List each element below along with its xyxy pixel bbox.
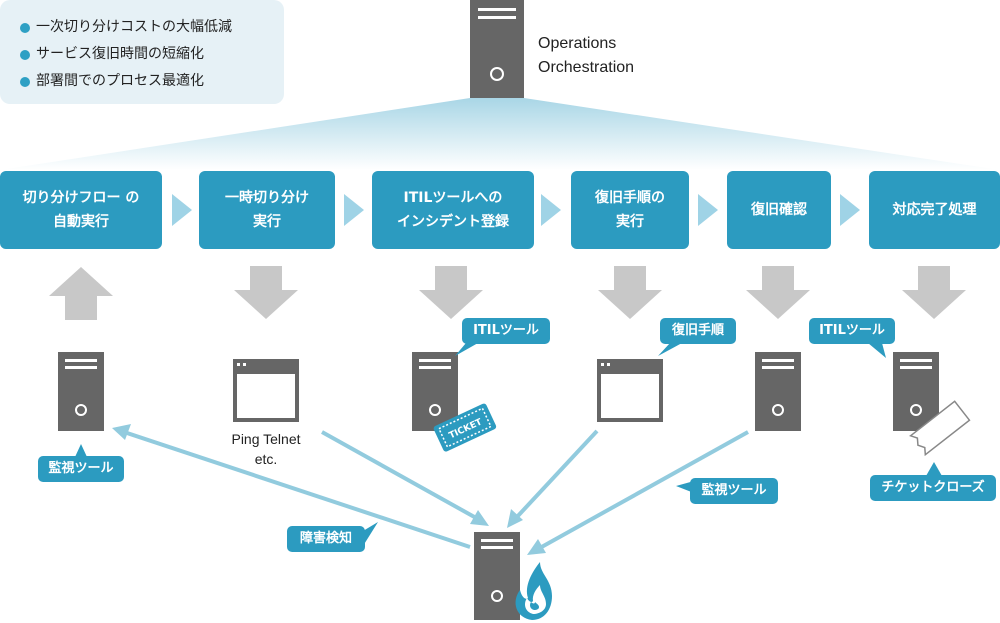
fault-flow-arrows bbox=[112, 424, 749, 555]
step-recovery-procedure: 復旧手順の 実行 bbox=[571, 171, 689, 249]
bullet-dot-icon bbox=[20, 22, 30, 33]
up-arrow-icon bbox=[49, 267, 113, 320]
recovery-window-icon bbox=[597, 359, 663, 422]
step-label: 対応完了処理 bbox=[892, 202, 977, 218]
benefit-text: 部署間でのプロセス最適化 bbox=[36, 73, 204, 89]
step-chevron-3 bbox=[541, 194, 561, 226]
step-itil-registration: ITILツールへの インシデント登録 bbox=[372, 171, 534, 249]
callout-pointer bbox=[926, 462, 942, 476]
recovery-procedure-callout: 復旧手順 bbox=[660, 318, 736, 344]
flame-icon bbox=[515, 562, 552, 620]
orchestration-fan bbox=[0, 98, 1000, 170]
terminal-window-icon bbox=[233, 359, 299, 422]
itil-tool-callout-2: ITILツール bbox=[809, 318, 895, 344]
bullet-dot-icon bbox=[20, 49, 30, 60]
monitor-tool-callout: 監視ツール bbox=[38, 456, 124, 482]
step-label: 一時切り分け 実行 bbox=[225, 190, 309, 230]
benefit-item: 一次切り分けコストの大幅低減 bbox=[20, 14, 284, 41]
ticket-close-callout: チケットクローズ bbox=[870, 475, 996, 501]
step-label: 復旧確認 bbox=[751, 202, 807, 218]
callout-pointer bbox=[658, 343, 682, 356]
benefit-item: 部署間でのプロセス最適化 bbox=[20, 68, 284, 95]
bullet-dot-icon bbox=[20, 76, 30, 87]
callout-pointer bbox=[363, 522, 378, 546]
callout-pointer bbox=[868, 343, 886, 358]
benefit-text: サービス復旧時間の短縮化 bbox=[36, 46, 204, 62]
callout-pointer bbox=[455, 343, 478, 356]
itil-server-icon bbox=[412, 352, 458, 431]
monitor-tool-callout-2: 監視ツール bbox=[690, 478, 778, 504]
itil-tool-callout: ITILツール bbox=[462, 318, 550, 344]
close-server-icon bbox=[893, 352, 939, 431]
benefits-box: 一次切り分けコストの大幅低減 サービス復旧時間の短縮化 部署間でのプロセス最適化 bbox=[0, 0, 284, 104]
step-label: 切り分けフロー の 自動実行 bbox=[22, 190, 140, 230]
ping-telnet-label: Ping Telnet etc. bbox=[231, 431, 301, 467]
down-arrow-icon bbox=[902, 266, 966, 319]
step-chevron-2 bbox=[344, 194, 364, 226]
step-auto-isolation: 切り分けフロー の 自動実行 bbox=[0, 171, 162, 249]
faulty-server-icon bbox=[474, 532, 520, 620]
down-arrow-icon bbox=[746, 266, 810, 319]
step-initial-isolation: 一時切り分け 実行 bbox=[199, 171, 335, 249]
benefit-item: サービス復旧時間の短縮化 bbox=[20, 41, 284, 68]
step-chevron-1 bbox=[172, 194, 192, 226]
step-label: ITILツールへの インシデント登録 bbox=[397, 190, 509, 230]
monitor-server-icon bbox=[58, 352, 104, 431]
down-arrow-icon bbox=[598, 266, 662, 319]
closed-ticket-icon bbox=[908, 400, 971, 457]
fault-detection-callout: 障害検知 bbox=[287, 526, 365, 552]
step-chevron-4 bbox=[698, 194, 718, 226]
step-recovery-check: 復旧確認 bbox=[727, 171, 831, 249]
orchestration-line2: Orchestration bbox=[538, 59, 635, 76]
callout-pointer bbox=[75, 444, 87, 457]
verify-server-icon bbox=[755, 352, 801, 431]
callout-pointer bbox=[676, 481, 694, 493]
orchestration-server-icon bbox=[470, 0, 524, 98]
orchestration-label: Operations Orchestration bbox=[538, 32, 634, 80]
orchestration-line1: Operations bbox=[538, 35, 617, 52]
benefit-text: 一次切り分けコストの大幅低減 bbox=[36, 19, 232, 35]
step-completion: 対応完了処理 bbox=[869, 171, 1000, 249]
down-arrow-icon bbox=[234, 266, 298, 319]
step-chevron-5 bbox=[840, 194, 860, 226]
step-label: 復旧手順の 実行 bbox=[595, 190, 665, 230]
down-arrow-icon bbox=[419, 266, 483, 319]
